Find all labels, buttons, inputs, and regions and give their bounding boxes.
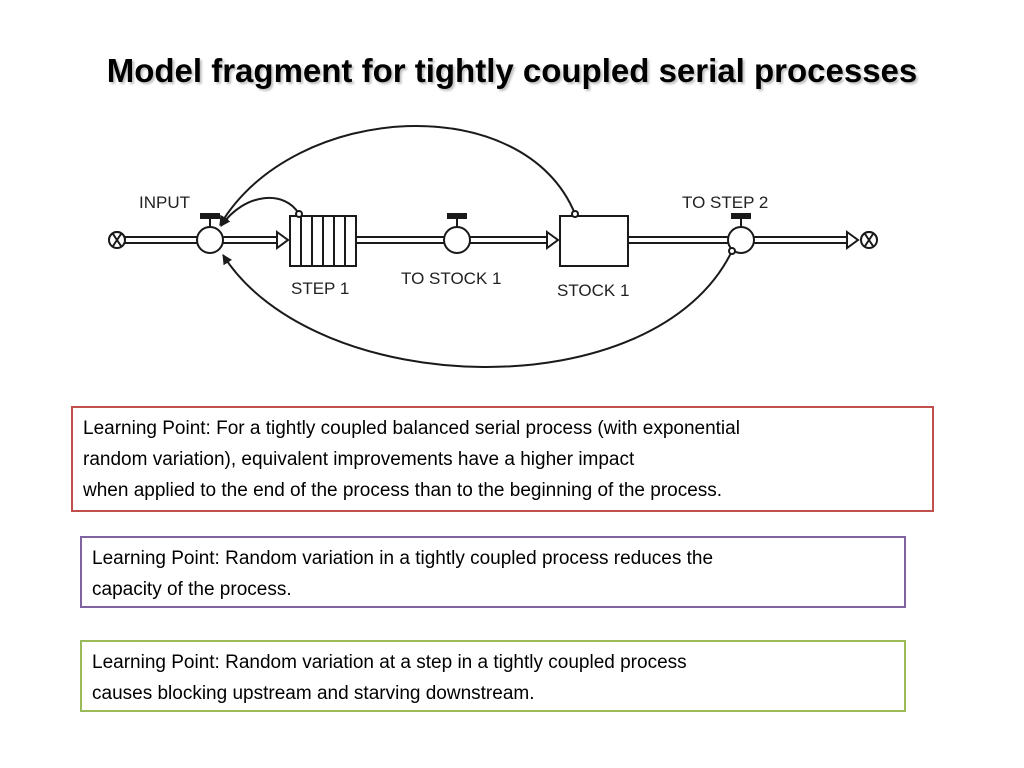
learning-point-1-line-2: random variation), equivalent improvemen… [83, 449, 635, 470]
learning-point-2-line-1: Learning Point: Random variation in a ti… [92, 548, 714, 569]
stock1-box [559, 215, 629, 267]
to-step2-label: TO STEP 2 [682, 193, 768, 212]
input-valve-icon [196, 213, 224, 254]
input-label: INPUT [139, 193, 190, 212]
stock-flow-diagram: INPUT STEP 1 TO STOCK 1 STOCK 1 TO STEP … [108, 124, 878, 368]
to-step2-to-input-link [222, 250, 733, 368]
learning-point-3-line-2: causes blocking upstream and starving do… [92, 683, 535, 704]
learning-point-1-line-3: when applied to the end of the process t… [83, 480, 723, 501]
stock1-to-input-link [219, 124, 576, 226]
stock1-label: STOCK 1 [557, 281, 629, 300]
to-stock1-label: TO STOCK 1 [401, 269, 501, 288]
learning-point-1: Learning Point: For a tightly coupled ba… [71, 406, 934, 512]
to-stock1-valve-icon [443, 213, 471, 254]
step1-queue-icon [289, 215, 357, 267]
learning-point-3-line-1: Learning Point: Random variation at a st… [92, 652, 687, 673]
step1-to-input-link [220, 196, 300, 227]
to-step2-valve-icon [727, 213, 755, 254]
learning-point-2: Learning Point: Random variation in a ti… [80, 536, 906, 608]
slide-title: Model fragment for tightly coupled seria… [106, 52, 918, 89]
info-links [219, 124, 736, 368]
learning-point-2-line-2: capacity of the process. [92, 579, 292, 600]
learning-point-3: Learning Point: Random variation at a st… [80, 640, 906, 712]
step1-label: STEP 1 [291, 279, 349, 298]
learning-point-1-line-1: Learning Point: For a tightly coupled ba… [83, 418, 740, 439]
cloud-source-icon [108, 231, 126, 249]
cloud-sink-icon [860, 231, 878, 249]
